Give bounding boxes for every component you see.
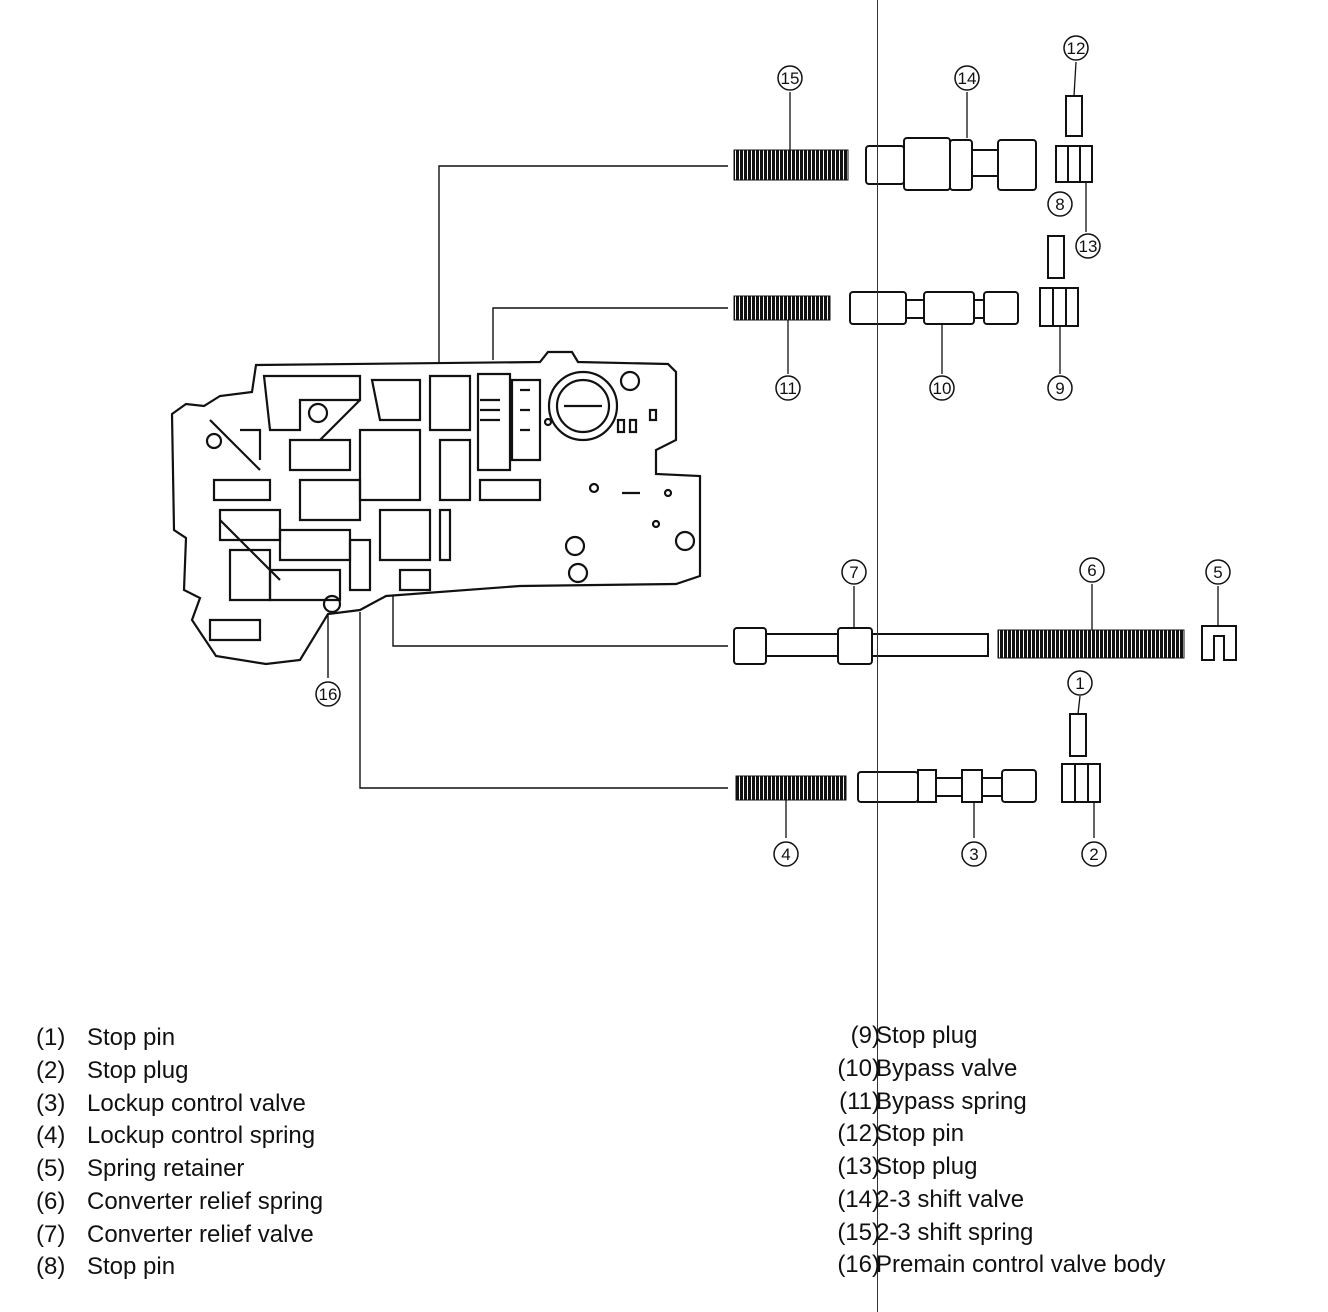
svg-text:10: 10 [933, 379, 952, 398]
callout-13: 13 [1075, 233, 1101, 259]
legend-label: Bypass valve [876, 1055, 1018, 1082]
legend-label: Premain control valve body [876, 1251, 1166, 1278]
legend-number: (14) [837, 1186, 880, 1213]
svg-text:3: 3 [969, 845, 978, 864]
legend-number: (1) [36, 1024, 66, 1051]
callout-12: 12 [1063, 35, 1089, 61]
converter-relief-spring [997, 629, 1185, 659]
legend-label: Stop plug [876, 1153, 978, 1180]
lockup-control-spring [735, 775, 847, 801]
callout-3: 3 [961, 841, 987, 867]
svg-text:14: 14 [958, 69, 977, 88]
converter-relief-valve [733, 627, 989, 665]
legend-number: (11) [839, 1088, 880, 1115]
callout-11: 11 [775, 375, 801, 401]
legend-number: (4) [36, 1122, 66, 1149]
legend-number: (16) [837, 1251, 880, 1278]
svg-text:7: 7 [849, 563, 858, 582]
callout-16: 16 [315, 681, 341, 707]
callout-6: 6 [1079, 557, 1105, 583]
callout-10: 10 [929, 375, 955, 401]
legend-number: (2) [36, 1057, 66, 1084]
callout-14: 14 [954, 65, 980, 91]
svg-text:11: 11 [779, 379, 797, 398]
svg-text:6: 6 [1087, 561, 1096, 580]
stop-pin-12 [1065, 95, 1083, 137]
stop-plug-13 [1055, 145, 1093, 183]
callout-5: 5 [1205, 559, 1231, 585]
legend-number: (9) [850, 1022, 880, 1049]
svg-text:12: 12 [1067, 39, 1086, 58]
svg-text:1: 1 [1075, 674, 1084, 693]
svg-text:4: 4 [781, 845, 790, 864]
legend-number: (15) [837, 1219, 880, 1246]
svg-text:2: 2 [1089, 845, 1098, 864]
svg-text:8: 8 [1055, 195, 1064, 214]
bypass-valve [849, 291, 1019, 325]
legend-label: Stop pin [876, 1120, 965, 1147]
exploded-view-diagram: 15 14 12 8 13 11 10 9 7 6 5 1 16 4 3 2 [170, 35, 1237, 867]
legend-label: 2-3 shift spring [876, 1219, 1034, 1246]
svg-text:5: 5 [1213, 563, 1222, 582]
legend-label: Stop pin [87, 1024, 176, 1051]
legend-number: (10) [837, 1055, 880, 1082]
legend-label: Lockup control spring [87, 1122, 316, 1149]
bypass-spring [733, 295, 831, 321]
2-3-shift-spring [733, 149, 849, 181]
legend-label: 2-3 shift valve [876, 1186, 1025, 1213]
legend-number: (8) [36, 1253, 66, 1280]
stop-plug-9 [1039, 287, 1079, 327]
svg-text:15: 15 [781, 69, 800, 88]
parts-legend-left: (1) Stop pin (2) Stop plug (3) Lockup contr… [0, 1024, 640, 1304]
legend-number: (5) [36, 1155, 66, 1182]
stop-pin-8 [1047, 235, 1065, 279]
legend-number: (7) [36, 1221, 66, 1248]
legend-label: Stop pin [87, 1253, 176, 1280]
premain-control-valve-body [170, 350, 702, 666]
legend-number: (3) [36, 1090, 66, 1117]
legend-label: Spring retainer [87, 1155, 245, 1182]
callout-leaders [785, 61, 1219, 838]
parts-legend-right: (9)Stop plug (10)Bypass valve (11)Bypass… [780, 1022, 1328, 1302]
callout-15: 15 [777, 65, 803, 91]
callout-2: 2 [1081, 841, 1107, 867]
legend-number: (6) [36, 1188, 66, 1215]
legend-label: Converter relief spring [87, 1188, 324, 1215]
lockup-control-valve [857, 769, 1037, 803]
svg-text:9: 9 [1055, 379, 1064, 398]
callout-9: 9 [1047, 375, 1073, 401]
leader-lines [327, 165, 728, 789]
legend-label: Stop plug [876, 1022, 978, 1049]
legend-number: (13) [837, 1153, 880, 1180]
legend-label: Lockup control valve [87, 1090, 306, 1117]
svg-text:13: 13 [1079, 237, 1098, 256]
stop-pin-1 [1069, 713, 1087, 757]
2-3-shift-valve [865, 137, 1037, 191]
callout-8: 8 [1047, 191, 1073, 217]
callout-4: 4 [773, 841, 799, 867]
stop-plug-2 [1061, 763, 1101, 803]
svg-text:16: 16 [319, 685, 338, 704]
legend-label: Converter relief valve [87, 1221, 314, 1248]
callout-7: 7 [841, 559, 867, 585]
callout-1: 1 [1067, 670, 1093, 696]
legend-label: Bypass spring [876, 1088, 1027, 1115]
page-fold-line [877, 0, 878, 1312]
legend-number: (12) [837, 1120, 880, 1147]
legend-label: Stop plug [87, 1057, 189, 1084]
spring-retainer [1201, 625, 1237, 661]
